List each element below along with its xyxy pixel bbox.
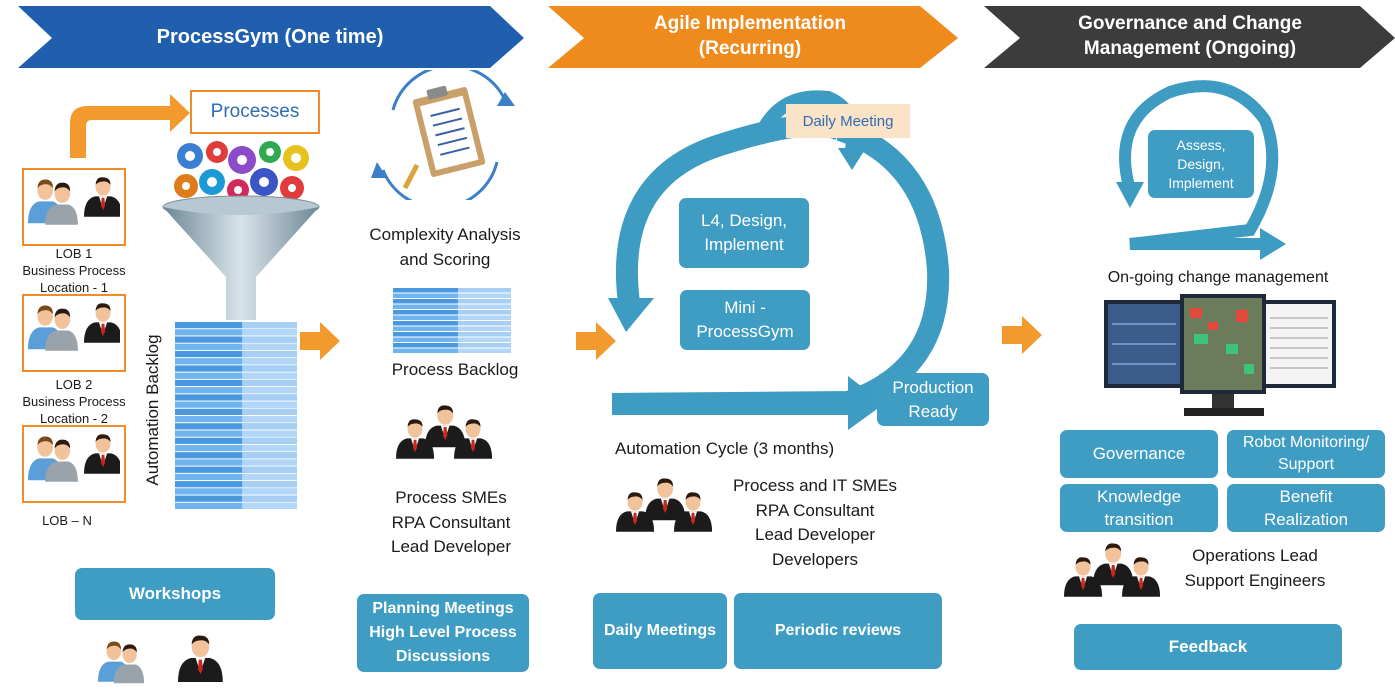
arrow-right-icon [300, 322, 340, 360]
phase2-title: Agile Implementation (Recurring) [653, 13, 847, 59]
clipboard-cycle-icon [371, 70, 515, 200]
lob2-label: LOB 2 Business Process Location - 2 [22, 377, 126, 426]
phase2-chevron [548, 6, 958, 68]
lobn-people-icon [28, 434, 120, 482]
phase1-chevron [18, 6, 524, 68]
phase3-title: Governance and Change Management (Ongoin… [1078, 13, 1302, 59]
production-ready-box: Production Ready [877, 373, 989, 426]
lob1-label: LOB 1 Business Process Location - 1 [22, 246, 126, 295]
phase3-chevron [984, 6, 1395, 68]
processgym-roles: Process SMEs RPA Consultant Lead Develop… [390, 488, 512, 556]
l4-design-box: L4, Design, Implement [679, 198, 809, 268]
governance-box: Governance [1060, 430, 1218, 478]
governance-cycle-arrow [1116, 80, 1286, 260]
team-icon [1064, 543, 1160, 597]
processes-bent-arrow [70, 94, 190, 158]
automation-backlog-stack [175, 322, 297, 509]
monitors-icon [1104, 294, 1336, 416]
mini-processgym-box: Mini - ProcessGym [680, 290, 810, 350]
lobn-label: LOB – N [42, 513, 92, 528]
robot-monitoring-box: Robot Monitoring/ Support [1227, 430, 1385, 478]
process-backlog-label: Process Backlog [391, 360, 519, 379]
automation-cycle-label: Automation Cycle (3 months) [615, 439, 835, 458]
ongoing-label: On-going change management [1107, 269, 1329, 286]
daily-meetings-button: Daily Meetings [593, 593, 727, 669]
team-icon [616, 478, 712, 532]
benefit-realization-box: Benefit Realization [1227, 484, 1385, 532]
arrow-right-icon [576, 322, 616, 360]
phase1-title: ProcessGym (One time) [156, 26, 384, 48]
automation-backlog-label: Automation Backlog [143, 334, 162, 486]
agile-roles: Process and IT SMEs RPA Consultant Lead … [732, 476, 898, 569]
lob1-people-icon [28, 177, 120, 225]
arrow-right-icon [1002, 316, 1042, 354]
complexity-label: Complexity Analysis and Scoring [369, 225, 521, 269]
processes-box: Processes [190, 90, 320, 134]
feedback-button: Feedback [1074, 624, 1342, 670]
process-backlog-stack [393, 288, 511, 353]
team-icon [396, 405, 492, 459]
daily-meeting-tag: Daily Meeting [786, 104, 910, 138]
periodic-reviews-button: Periodic reviews [734, 593, 942, 669]
lob-people-icon [98, 635, 223, 684]
workshops-button: Workshops [75, 568, 275, 620]
funnel-icon [162, 195, 320, 320]
governance-roles: Operations Lead Support Engineers [1184, 546, 1326, 590]
assess-box: Assess, Design, Implement [1148, 130, 1254, 198]
phase-chevrons [18, 6, 1395, 68]
lob2-people-icon [28, 303, 120, 351]
knowledge-transition-box: Knowledge transition [1060, 484, 1218, 532]
planning-meetings-button: Planning Meetings High Level Process Dis… [357, 594, 529, 672]
gears-icon [172, 138, 312, 204]
